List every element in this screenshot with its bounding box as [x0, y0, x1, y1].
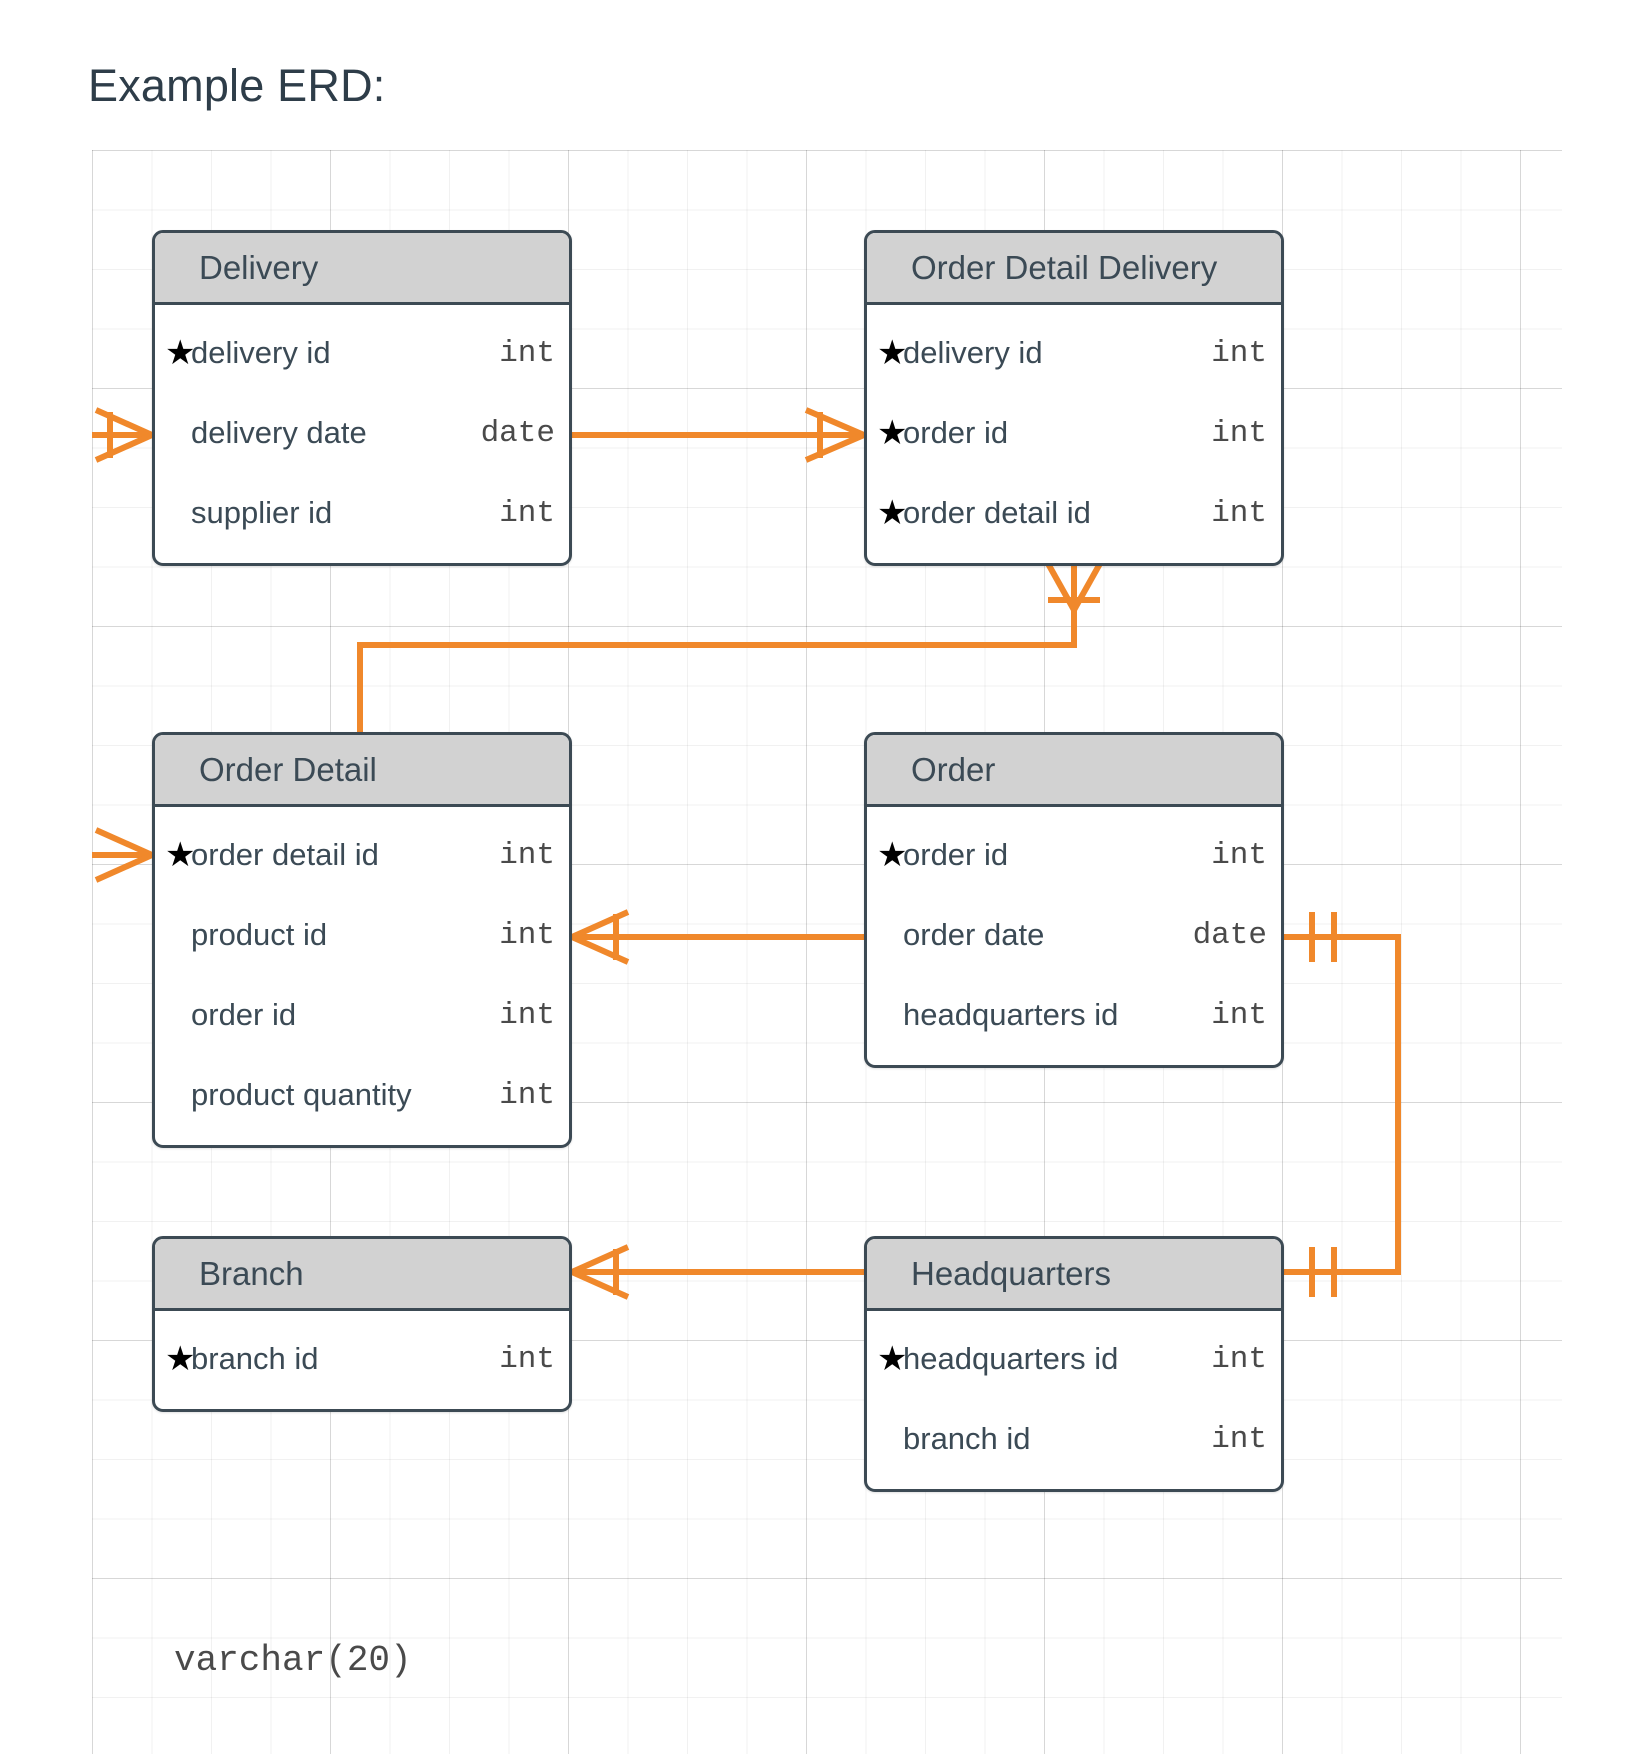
attribute-row[interactable]: branch id int — [867, 1399, 1281, 1479]
attribute-name: product quantity — [191, 1077, 412, 1112]
entity-order-header: Order — [867, 735, 1281, 807]
entity-order-detail-delivery-body: ★ delivery id int ★ order id int ★ order… — [867, 305, 1281, 563]
attribute-type: int — [499, 335, 555, 371]
attribute-name: supplier id — [191, 495, 333, 530]
entity-headquarters-header: Headquarters — [867, 1239, 1281, 1311]
entity-branch[interactable]: Branch ★ branch id int — [152, 1236, 572, 1412]
attribute-row[interactable]: supplier id int — [155, 473, 569, 553]
entity-branch-title: Branch — [199, 1254, 304, 1292]
primary-key-icon: ★ — [165, 333, 196, 373]
attribute-row[interactable]: ★ delivery id int — [155, 313, 569, 393]
primary-key-icon: ★ — [165, 835, 196, 875]
attribute-name: order detail id — [191, 837, 379, 872]
attribute-type: int — [1211, 997, 1267, 1033]
attribute-name: delivery date — [191, 415, 367, 450]
attribute-row[interactable]: order id int — [155, 975, 569, 1055]
attribute-row[interactable]: headquarters id int — [867, 975, 1281, 1055]
attribute-type: int — [1211, 495, 1267, 531]
attribute-row[interactable]: product quantity int — [155, 1055, 569, 1135]
connector-order-to-headquarters — [1284, 934, 1401, 1275]
entity-order-detail[interactable]: Order Detail ★ order detail id int produ… — [152, 732, 572, 1148]
attribute-type: int — [499, 837, 555, 873]
attribute-type: int — [499, 495, 555, 531]
attribute-type: date — [1192, 917, 1267, 953]
attribute-name: order id — [903, 415, 1009, 450]
entity-order-detail-delivery-header: Order Detail Delivery — [867, 233, 1281, 305]
entity-order-body: ★ order id int order date date headquart… — [867, 807, 1281, 1065]
attribute-name: order id — [903, 837, 1009, 872]
attribute-name: order date — [903, 917, 1045, 952]
entity-order-detail-body: ★ order detail id int product id int ord… — [155, 807, 569, 1145]
attribute-name: branch id — [903, 1421, 1031, 1456]
entity-order[interactable]: Order ★ order id int order date date hea… — [864, 732, 1284, 1068]
primary-key-icon: ★ — [877, 413, 908, 453]
attribute-type: int — [1211, 1421, 1267, 1457]
entity-headquarters-body: ★ headquarters id int branch id int — [867, 1311, 1281, 1489]
entity-delivery-title: Delivery — [199, 248, 319, 286]
stray-type-label: varchar(20) — [174, 1640, 412, 1681]
entity-branch-header: Branch — [155, 1239, 569, 1311]
attribute-type: int — [1211, 415, 1267, 451]
attribute-name: delivery id — [903, 335, 1043, 370]
attribute-name: product id — [191, 917, 328, 952]
entity-order-detail-delivery-title: Order Detail Delivery — [911, 248, 1218, 286]
primary-key-icon: ★ — [877, 835, 908, 875]
attribute-type: date — [480, 415, 555, 451]
primary-key-icon: ★ — [877, 493, 908, 533]
entity-delivery-header: Delivery — [155, 233, 569, 305]
attribute-type: int — [499, 1341, 555, 1377]
attribute-name: order detail id — [903, 495, 1091, 530]
attribute-row[interactable]: order date date — [867, 895, 1281, 975]
attribute-type: int — [1211, 335, 1267, 371]
attribute-type: int — [499, 1077, 555, 1113]
attribute-name: headquarters id — [903, 997, 1119, 1032]
attribute-type: int — [499, 917, 555, 953]
attribute-type: int — [1211, 837, 1267, 873]
attribute-type: int — [499, 997, 555, 1033]
attribute-row[interactable]: ★ branch id int — [155, 1319, 569, 1399]
page-title: Example ERD: — [88, 60, 386, 111]
attribute-row[interactable]: ★ order id int — [867, 815, 1281, 895]
attribute-row[interactable]: ★ order id int — [867, 393, 1281, 473]
attribute-name: delivery id — [191, 335, 331, 370]
attribute-row[interactable]: ★ order detail id int — [155, 815, 569, 895]
primary-key-icon: ★ — [877, 1339, 908, 1379]
attribute-row[interactable]: delivery date date — [155, 393, 569, 473]
primary-key-icon: ★ — [877, 333, 908, 373]
attribute-row[interactable]: ★ order detail id int — [867, 473, 1281, 553]
attribute-type: int — [1211, 1341, 1267, 1377]
entity-headquarters[interactable]: Headquarters ★ headquarters id int branc… — [864, 1236, 1284, 1492]
attribute-name: headquarters id — [903, 1341, 1119, 1376]
entity-headquarters-title: Headquarters — [911, 1254, 1111, 1292]
attribute-name: order id — [191, 997, 297, 1032]
attribute-name: branch id — [191, 1341, 319, 1376]
entity-order-title: Order — [911, 750, 996, 788]
entity-branch-body: ★ branch id int — [155, 1311, 569, 1409]
connector-odd-to-order-detail — [357, 552, 1077, 732]
entity-order-detail-title: Order Detail — [199, 750, 377, 788]
attribute-row[interactable]: ★ delivery id int — [867, 313, 1281, 393]
attribute-row[interactable]: product id int — [155, 895, 569, 975]
entity-delivery-body: ★ delivery id int delivery date date sup… — [155, 305, 569, 563]
primary-key-icon: ★ — [165, 1339, 196, 1379]
attribute-row[interactable]: ★ headquarters id int — [867, 1319, 1281, 1399]
entity-order-detail-delivery[interactable]: Order Detail Delivery ★ delivery id int … — [864, 230, 1284, 566]
entity-order-detail-header: Order Detail — [155, 735, 569, 807]
entity-delivery[interactable]: Delivery ★ delivery id int delivery date… — [152, 230, 572, 566]
